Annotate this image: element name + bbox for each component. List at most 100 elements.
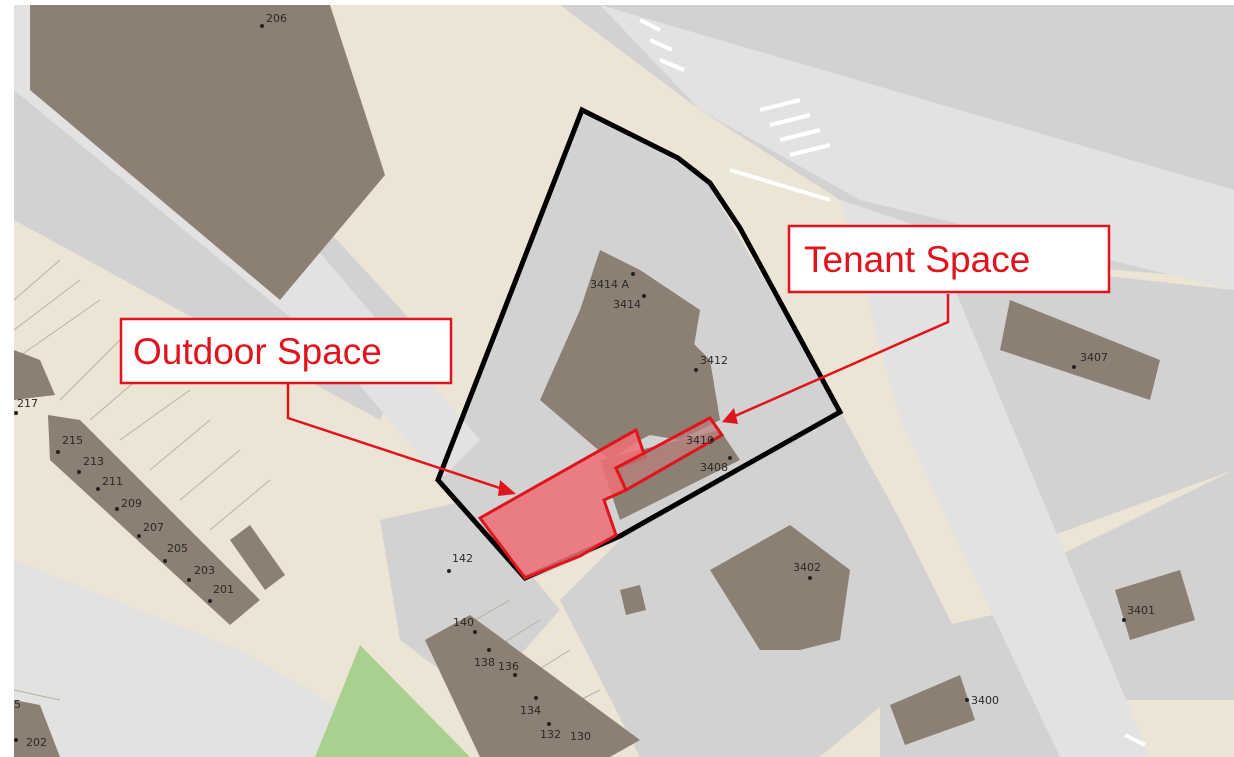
address-dot [14, 738, 18, 742]
building-202 [14, 700, 60, 757]
park-area [315, 645, 470, 757]
address-dot [96, 487, 100, 491]
address-label: 217 [17, 397, 38, 410]
buildings [14, 5, 1195, 757]
tenant-callout-box [787, 224, 1111, 294]
address-dot [1122, 618, 1126, 622]
outdoor-arrow-line [286, 384, 513, 494]
outdoor-space-area [477, 427, 647, 580]
address-dot [642, 294, 646, 298]
address-label: 136 [498, 660, 519, 673]
crosswalk-stripe [649, 38, 673, 52]
property-boundary [435, 106, 844, 582]
address-dot [808, 576, 812, 580]
address-dot [547, 722, 551, 726]
building-3412 [610, 330, 720, 440]
street-north [600, 5, 1234, 290]
address-dot [728, 456, 732, 460]
crosswalk-stripe [759, 98, 801, 112]
crosswalk-stripe [1124, 733, 1146, 747]
address-label: 130 [570, 730, 591, 743]
address-label: 3402 [793, 561, 821, 574]
building-warehouse [30, 5, 385, 300]
building-3402 [710, 525, 850, 650]
address-dot [487, 648, 491, 652]
address-dot [513, 673, 517, 677]
crosswalk-stripe [729, 168, 831, 202]
address-dot [1072, 365, 1076, 369]
address-label: 205 [167, 542, 188, 555]
address-label: 132 [540, 728, 561, 741]
building-3400 [890, 675, 975, 745]
address-label: 142 [452, 552, 473, 565]
building-row-215-201 [48, 415, 260, 625]
lot-line [59, 329, 131, 401]
address-dot [473, 630, 477, 634]
building-3401 [1115, 570, 1195, 640]
address-label: 3414 [613, 298, 641, 311]
address-label: 209 [121, 497, 142, 510]
address-label: 3412 [700, 354, 728, 367]
address-label: 201 [213, 583, 234, 596]
crosswalk-stripe [789, 143, 831, 157]
outdoor-arrow-head [498, 480, 516, 496]
address-dot [965, 698, 969, 702]
lot-line [13, 299, 101, 361]
lot-line [209, 479, 271, 531]
lot-line [119, 389, 191, 441]
address-label: 213 [83, 455, 104, 468]
address-dot [208, 599, 212, 603]
address-label: 203 [194, 564, 215, 577]
tenant-callout-label: Tenant Space [804, 239, 1030, 280]
address-label: 211 [102, 475, 123, 488]
building-shed [620, 585, 646, 615]
address-label: 3408 [700, 461, 728, 474]
building-217 [14, 350, 55, 400]
callout-arrows [286, 294, 950, 496]
address-dot [534, 696, 538, 700]
building-garage [230, 525, 285, 590]
address-label: 215 [62, 434, 83, 447]
address-dot [163, 559, 167, 563]
crosswalk-stripe [769, 113, 811, 127]
address-dot [14, 411, 18, 415]
building-3407 [1000, 300, 1160, 400]
tenant-arrow-line [725, 294, 950, 422]
lot-line [179, 449, 241, 501]
address-label: 140 [453, 616, 474, 629]
crosswalk-stripe [659, 58, 685, 72]
address-label: 3414 A [590, 278, 629, 291]
address-label: 138 [474, 656, 495, 669]
address-dot [115, 507, 119, 511]
outdoor-callout-box [119, 317, 453, 385]
lot-line [13, 689, 61, 701]
address-label: 206 [266, 12, 287, 25]
tenant-space-area [614, 416, 725, 493]
outdoor-space-callout: Outdoor Space [119, 317, 453, 385]
address-dot [137, 534, 141, 538]
address-dot [260, 24, 264, 28]
address-dot [710, 438, 714, 442]
lot-line [149, 419, 211, 471]
address-dot [694, 368, 698, 372]
address-label: 202 [26, 736, 47, 749]
address-label: 3410 [686, 434, 714, 447]
street-east-diagonal [840, 200, 1150, 757]
street-southwest [14, 560, 360, 757]
building-row-140-130 [425, 615, 640, 757]
address-dot [631, 272, 635, 276]
address-labels: 206 3414 A 3414 3412 3410 3408 3407 3402… [14, 12, 1155, 749]
address-dot [447, 569, 451, 573]
outdoor-callout-label: Outdoor Space [133, 331, 382, 372]
lot-line [13, 259, 61, 301]
tenant-arrow-head [722, 408, 738, 424]
lot-line [13, 279, 81, 331]
address-dot [56, 450, 60, 454]
address-label: 3401 [1127, 604, 1155, 617]
crosswalk-stripe [779, 128, 821, 142]
address-label: 3400 [971, 694, 999, 707]
address-dot [77, 470, 81, 474]
address-label: 207 [143, 521, 164, 534]
address-label: 5 [14, 698, 21, 711]
